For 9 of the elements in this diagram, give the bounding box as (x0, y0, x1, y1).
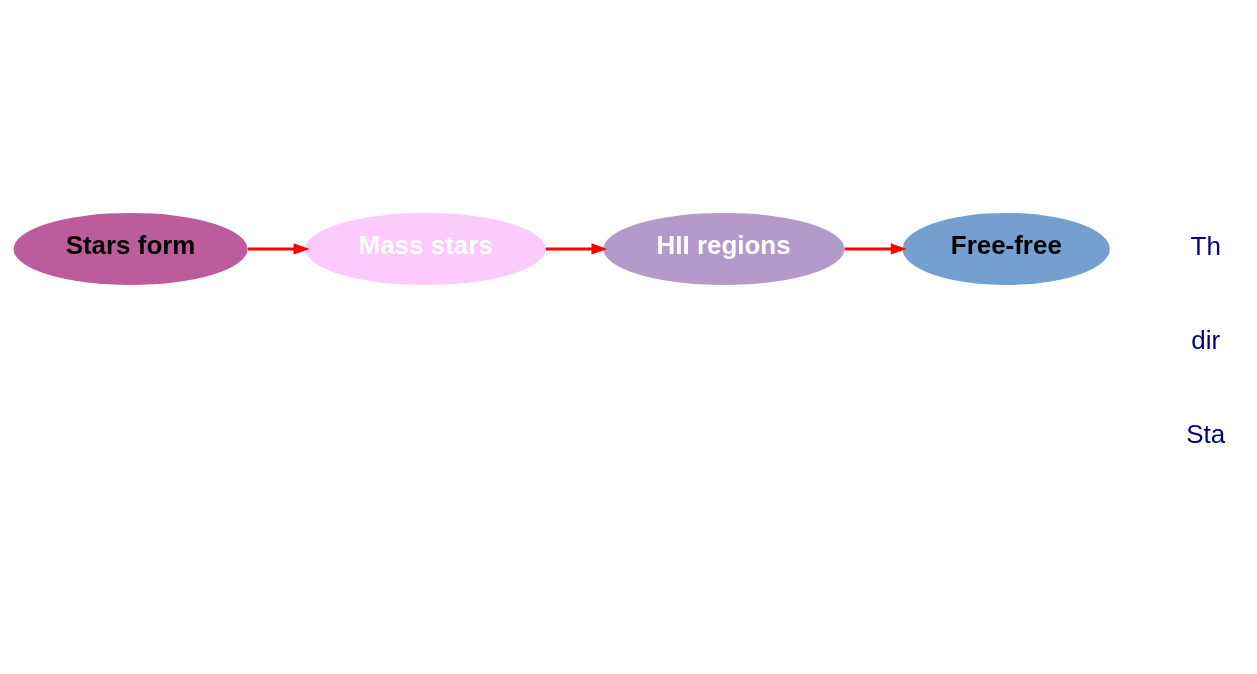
label: Th (1190, 231, 1221, 260)
node-ellipse: Stars form (13, 212, 248, 285)
arrow (545, 242, 608, 255)
label: dir (1191, 325, 1221, 354)
arrow (844, 242, 907, 255)
node-ellipse: Free-free (902, 212, 1110, 285)
arrow (247, 242, 310, 255)
label: Sta (1186, 419, 1226, 448)
node-ellipse: HII regions (603, 212, 845, 285)
